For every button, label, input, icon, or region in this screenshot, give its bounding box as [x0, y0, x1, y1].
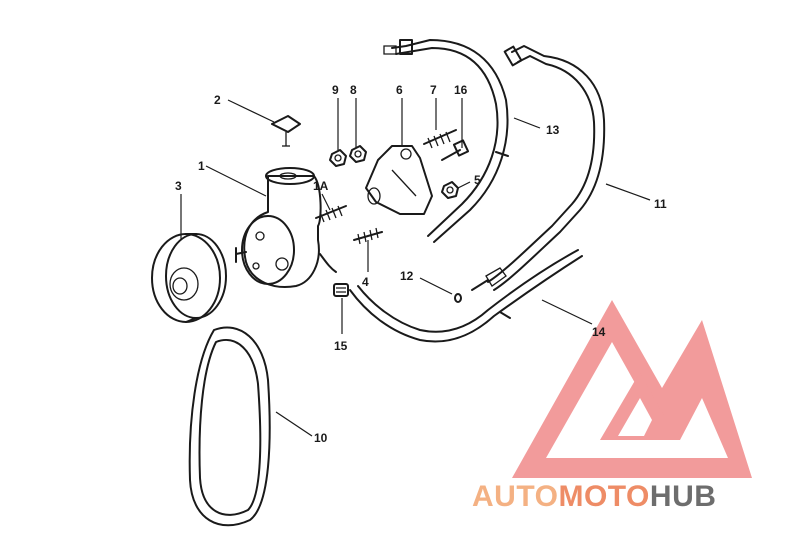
callout-1: 1 — [198, 159, 205, 173]
callout-2: 2 — [214, 93, 221, 107]
watermark-auto: AUTO — [472, 480, 558, 513]
callout-15: 15 — [334, 339, 348, 353]
callout-4: 4 — [362, 275, 369, 289]
callout-14: 14 — [592, 325, 606, 339]
leader-lines — [180, 98, 651, 437]
callout-1a: 1A — [313, 179, 329, 193]
mounting-bracket — [365, 145, 433, 215]
callout-8: 8 — [350, 83, 357, 97]
fitting-15 — [333, 283, 349, 297]
callout-16: 16 — [454, 83, 468, 97]
callout-7: 7 — [430, 83, 437, 97]
o-ring-12 — [454, 293, 462, 303]
reservoir-cap — [271, 115, 301, 147]
watermark-logo-icon — [512, 300, 752, 478]
pulley — [151, 233, 227, 323]
bolt-16 — [441, 139, 470, 161]
callout-3: 3 — [175, 179, 182, 193]
callout-12: 12 — [400, 269, 414, 283]
nut-8 — [349, 145, 367, 163]
callout-5: 5 — [474, 173, 481, 187]
stud-1a — [315, 205, 347, 223]
stud-7 — [423, 129, 457, 149]
callout-9: 9 — [332, 83, 339, 97]
watermark-text: AUTOMOTOHUB — [472, 480, 716, 513]
washer-9 — [329, 149, 347, 167]
cooler-hose — [349, 249, 583, 343]
callout-6: 6 — [396, 83, 403, 97]
nut-5 — [441, 181, 459, 199]
stud-4 — [353, 227, 383, 245]
callout-10: 10 — [314, 431, 328, 445]
callout-11: 11 — [654, 197, 667, 211]
callout-13: 13 — [546, 123, 560, 137]
drive-belt — [188, 326, 271, 527]
pressure-hose — [383, 39, 509, 243]
watermark-moto: MOTO — [558, 480, 649, 513]
watermark-hub: HUB — [650, 480, 717, 513]
return-hose — [471, 45, 606, 291]
